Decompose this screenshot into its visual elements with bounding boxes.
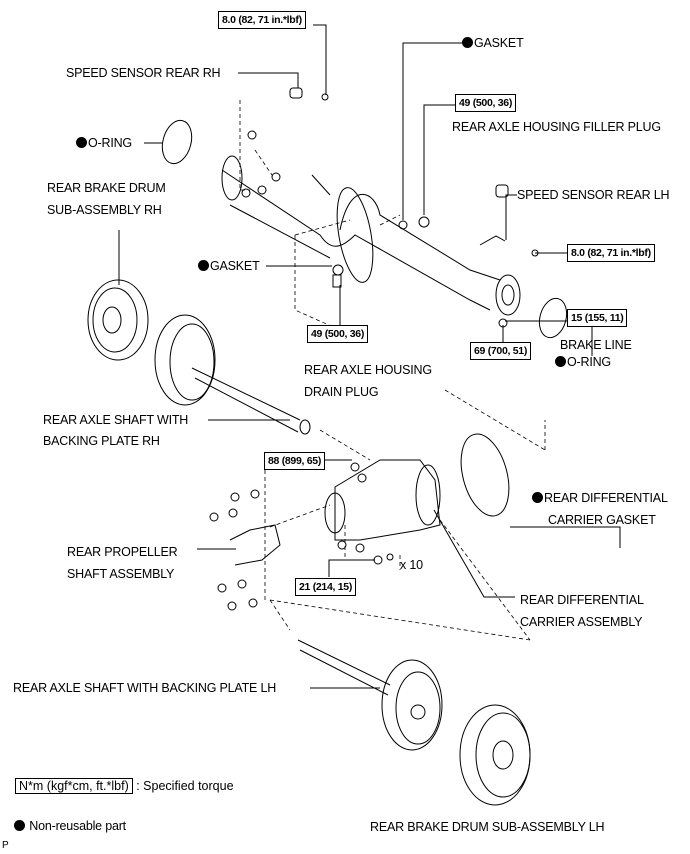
label-carrier-assy-2: CARRIER ASSEMBLY xyxy=(520,615,643,629)
phantom-lines xyxy=(239,100,546,641)
torque-filler-plug: 49 (500, 36) xyxy=(455,94,517,112)
label-quantity: x 10 xyxy=(400,558,423,572)
brake-drum-rh-drawing xyxy=(87,279,149,361)
legend-torque-box: N*m (kgf*cm, ft.*lbf) xyxy=(15,778,133,794)
non-reusable-icon xyxy=(14,820,25,831)
label-carrier-assy-1: REAR DIFFERENTIAL xyxy=(520,593,644,607)
differential-carrier-drawing xyxy=(324,459,441,565)
label-carrier-gasket-1: REAR DIFFERENTIAL xyxy=(532,487,668,509)
torque-drain-plug: 49 (500, 36) xyxy=(307,325,369,343)
gasket-top-text: GASKET xyxy=(474,36,524,50)
label-drain-plug-2: DRAIN PLUG xyxy=(304,385,379,399)
brake-drum-lh-drawing xyxy=(459,704,531,806)
label-axle-shaft-rh-2: BACKING PLATE RH xyxy=(43,434,160,448)
label-brake-line: BRAKE LINE xyxy=(560,338,632,352)
propeller-shaft-drawing xyxy=(209,489,281,611)
axle-shaft-lh-drawing xyxy=(297,639,443,751)
corner-mark: P xyxy=(2,840,9,851)
non-reusable-icon xyxy=(532,492,543,503)
torque-housing-nut: 69 (700, 51) xyxy=(470,342,532,360)
axle-housing-drawing xyxy=(221,130,539,328)
torque-propeller-nut: 21 (214, 15) xyxy=(295,578,357,596)
non-reusable-icon xyxy=(198,260,209,271)
speed-sensor-rh-drawing xyxy=(289,87,329,101)
label-o-ring-right: O-RING xyxy=(555,351,611,373)
legend-torque: N*m (kgf*cm, ft.*lbf) : Specified torque xyxy=(15,778,234,794)
legend-non-reusable-text: Non-reusable part xyxy=(29,819,126,833)
label-brake-drum-rh-1: REAR BRAKE DRUM xyxy=(47,181,166,195)
o-ring-right-drawing xyxy=(538,297,568,339)
o-ring-right-text: O-RING xyxy=(567,355,611,369)
label-axle-shaft-rh-1: REAR AXLE SHAFT WITH xyxy=(43,413,189,427)
label-propeller-1: REAR PROPELLER xyxy=(67,545,178,559)
torque-brake-line: 15 (155, 11) xyxy=(567,309,628,327)
label-drain-plug-1: REAR AXLE HOUSING xyxy=(304,363,432,377)
non-reusable-icon xyxy=(462,37,473,48)
label-o-ring-left: O-RING xyxy=(76,132,132,154)
o-ring-left-text: O-RING xyxy=(88,136,132,150)
torque-carrier-nut: 88 (899, 65) xyxy=(264,452,326,470)
label-speed-sensor-rh: SPEED SENSOR REAR RH xyxy=(66,66,221,80)
label-filler-plug: REAR AXLE HOUSING FILLER PLUG xyxy=(452,120,661,134)
label-carrier-gasket-2: CARRIER GASKET xyxy=(548,513,656,527)
label-brake-drum-rh-2: SUB-ASSEMBLY RH xyxy=(47,203,162,217)
label-gasket-mid: GASKET xyxy=(198,255,260,277)
torque-speed-sensor-rh: 8.0 (82, 71 in.*lbf) xyxy=(218,11,306,29)
legend-non-reusable: Non-reusable part xyxy=(14,815,126,837)
label-gasket-top: GASKET xyxy=(462,32,524,54)
non-reusable-icon xyxy=(555,356,566,367)
label-brake-drum-lh: REAR BRAKE DRUM SUB-ASSEMBLY LH xyxy=(370,820,605,834)
legend-torque-text: : Specified torque xyxy=(136,779,234,793)
label-axle-shaft-lh: REAR AXLE SHAFT WITH BACKING PLATE LH xyxy=(13,681,277,695)
o-ring-left-drawing xyxy=(161,119,193,165)
label-propeller-2: SHAFT ASSEMBLY xyxy=(67,567,175,581)
gasket-mid-text: GASKET xyxy=(210,259,260,273)
axle-shaft-rh-drawing xyxy=(154,314,311,435)
carrier-gasket-drawing xyxy=(460,433,510,517)
label-speed-sensor-lh: SPEED SENSOR REAR LH xyxy=(517,188,670,202)
torque-speed-sensor-lh: 8.0 (82, 71 in.*lbf) xyxy=(567,244,655,262)
carrier-gasket-text: REAR DIFFERENTIAL xyxy=(544,491,668,505)
non-reusable-icon xyxy=(76,137,87,148)
